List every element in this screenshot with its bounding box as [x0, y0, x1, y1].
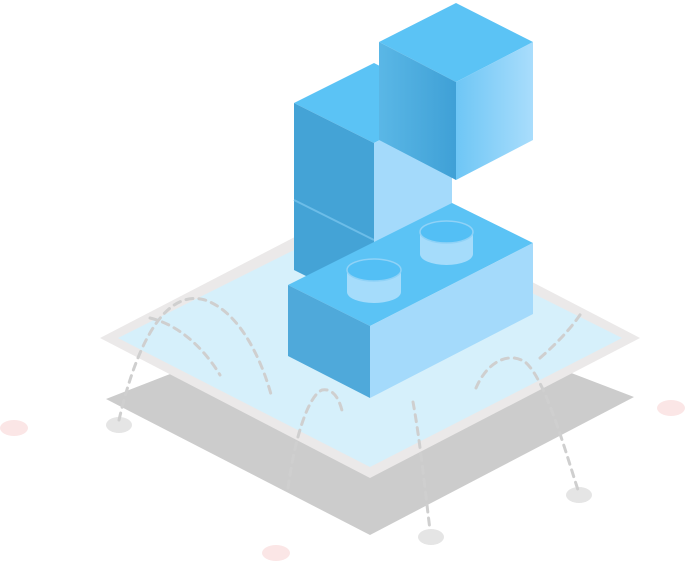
- top-cube-top: [379, 3, 533, 82]
- dashed-arc-2: [148, 316, 222, 377]
- brick-stud-front: [346, 258, 402, 303]
- pink-dot-left: [0, 420, 28, 436]
- ground-dot-2: [418, 529, 444, 545]
- pink-dot-bottom: [262, 545, 290, 561]
- dashed-arc-1: [117, 297, 274, 422]
- front-brick: [288, 203, 533, 398]
- dashed-arcs: [117, 297, 584, 532]
- back-block-seam: [293, 199, 375, 241]
- brick-left: [288, 285, 370, 398]
- dashed-arc-4: [411, 400, 432, 532]
- brick-stud-back: [419, 220, 474, 265]
- top-cube-left: [379, 42, 456, 180]
- top-cube-right: [456, 42, 533, 180]
- pink-dot-right: [657, 400, 685, 416]
- brick-right: [370, 243, 533, 398]
- dashed-arc-3: [286, 388, 345, 490]
- ground-dot-3: [566, 487, 592, 503]
- back-block-left-upper: [294, 103, 374, 240]
- ground-dot-1: [106, 417, 132, 433]
- top-cube: [379, 3, 533, 180]
- dashed-arc-6: [538, 310, 584, 360]
- dashed-arc-5: [474, 356, 580, 492]
